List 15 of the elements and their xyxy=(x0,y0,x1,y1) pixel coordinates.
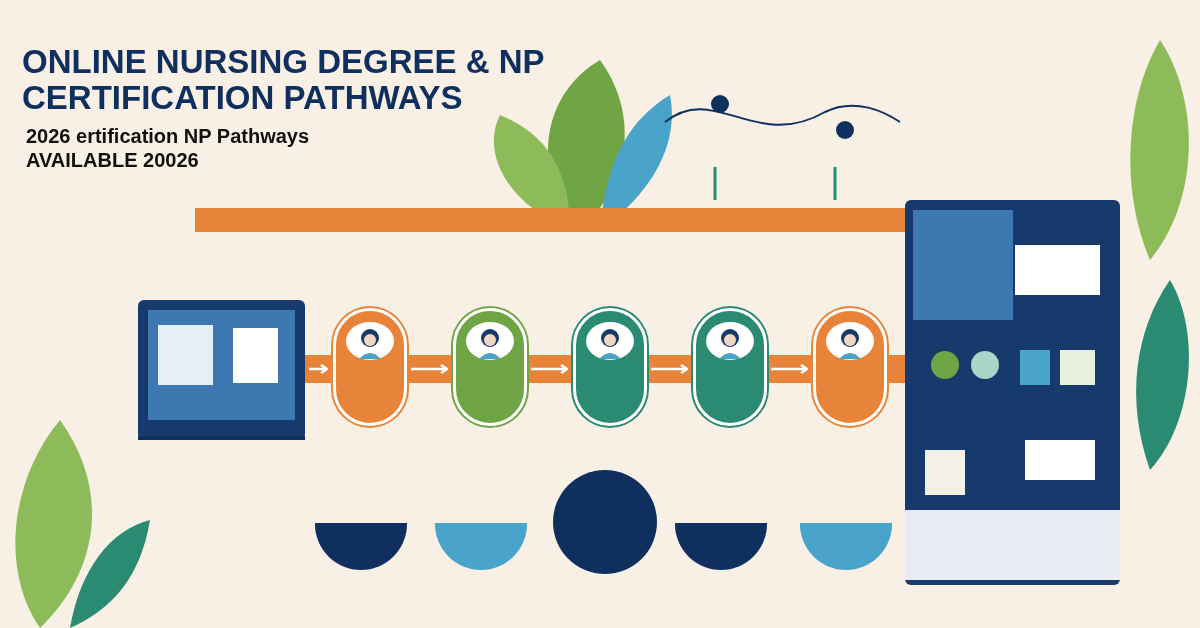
subtitle: AVAILABLE 20026 xyxy=(26,149,199,172)
step-pill xyxy=(453,308,527,426)
laptop-drawing xyxy=(138,300,305,440)
title: ONLINE NURSING DEGREE & NP CERTIFICATION PATHWAYS xyxy=(22,44,545,116)
arrow xyxy=(411,363,449,375)
tablet-drawing xyxy=(905,200,1120,585)
step-pill xyxy=(573,308,647,426)
step-pill xyxy=(333,308,407,426)
arrow xyxy=(531,363,569,375)
arrow xyxy=(651,363,689,375)
step-pill xyxy=(693,308,767,426)
arrow xyxy=(771,363,809,375)
step-pill xyxy=(813,308,887,426)
subtitle: 2026 ertification NP Pathways xyxy=(26,125,310,148)
arrow xyxy=(309,363,329,375)
